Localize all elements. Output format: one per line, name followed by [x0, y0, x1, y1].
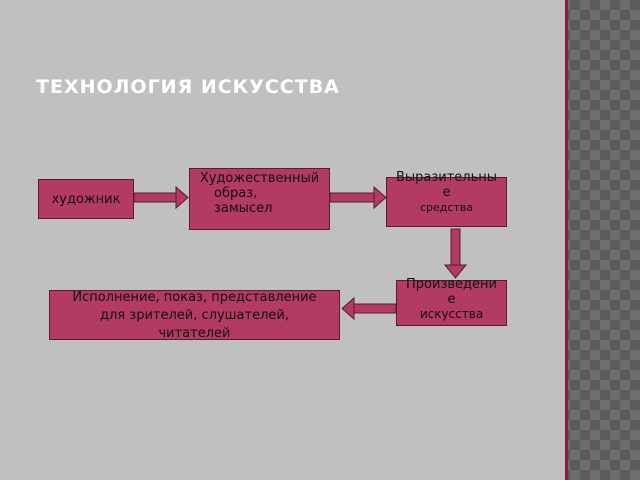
box-perf-line2: для зрителей, слушателей, — [100, 308, 289, 323]
box-work-of-art: Произведени е искусства — [396, 277, 507, 326]
box-means-line3: средства — [419, 201, 474, 214]
arrow-means-to-work — [443, 228, 468, 279]
arrow-image-to-means — [329, 185, 387, 210]
box-perf-line3: читателей — [158, 326, 231, 340]
box-work-line2: е — [447, 292, 456, 307]
box-work-line1: Произведени — [406, 277, 497, 292]
box-work-line3: искусства — [419, 307, 484, 321]
box-expressive-means: Выразительны е средства — [386, 170, 507, 227]
flow-arrows — [133, 185, 468, 321]
box-perf-line1: Исполнение, показ, представление — [72, 290, 317, 305]
arrow-work-to-performance — [341, 296, 397, 321]
box-performance: Исполнение, показ, представление для зри… — [49, 290, 340, 340]
box-artist-label: художник — [51, 192, 121, 207]
box-means-line2: е — [442, 185, 451, 200]
box-image-line1: Художественный — [199, 171, 320, 186]
box-artist: художник — [38, 179, 134, 219]
box-image-line3: замысел — [214, 201, 273, 216]
arrow-artist-to-image — [133, 185, 189, 210]
box-image-line2: образ, — [214, 186, 258, 201]
box-means-line1: Выразительны — [395, 170, 498, 185]
slide: ТЕХНОЛОГИЯ ИСКУССТВА художник Художестве… — [0, 0, 568, 480]
slide-title: ТЕХНОЛОГИЯ ИСКУССТВА — [36, 76, 340, 98]
box-artistic-image: Художественный образ, замысел — [189, 168, 330, 230]
